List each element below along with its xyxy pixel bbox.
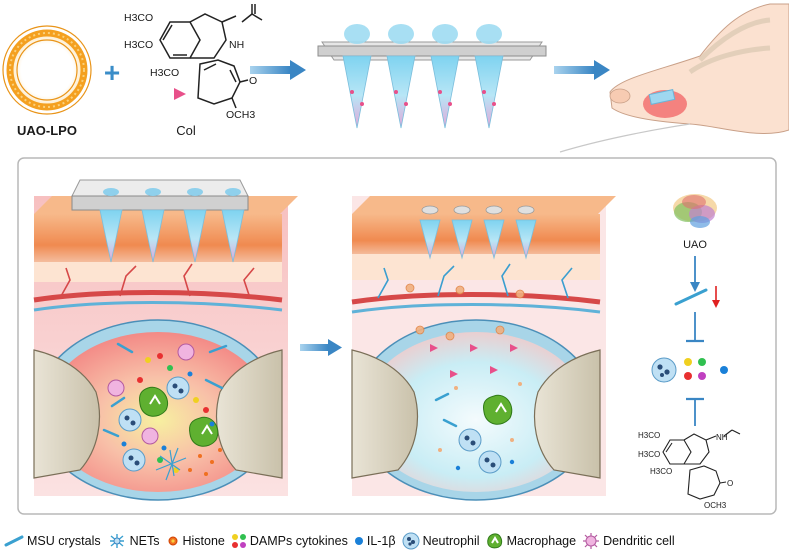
decrease-arrow-icon bbox=[712, 300, 720, 308]
col-amide: NH bbox=[229, 39, 244, 51]
histone-icon bbox=[168, 536, 177, 546]
legend-item-nets: NETs bbox=[107, 533, 160, 549]
col-methoxy-3: H3CO bbox=[150, 67, 179, 79]
macrophage-icon bbox=[486, 533, 502, 549]
col-methoxy-1: H3CO bbox=[124, 12, 153, 24]
needle-row bbox=[342, 55, 504, 129]
col-methoxy-4: OCH3 bbox=[226, 109, 255, 121]
arrow-to-patch bbox=[250, 60, 306, 80]
col-small-methoxy-4: OCH3 bbox=[704, 501, 727, 510]
liposome-icon bbox=[2, 25, 92, 115]
mechanism-column: UAO H3CO H3CO H3CO NH O bbox=[638, 194, 741, 510]
legend-label-dendritic: Dendritic cell bbox=[603, 534, 675, 548]
legend-label-macrophage: Macrophage bbox=[506, 534, 577, 548]
histone-icon bbox=[188, 448, 222, 476]
arrow-to-foot bbox=[554, 60, 610, 80]
colchicine-triangle-icon bbox=[174, 88, 186, 100]
macrophage-icon bbox=[139, 386, 168, 417]
zoom-line bbox=[559, 123, 691, 153]
gout-therapy-diagram: UAO-LPO + H3CO H3CO H3CO NH O OCH3 Col bbox=[2, 3, 789, 515]
msu-crystal-icon bbox=[4, 535, 24, 547]
legend-label-msu: MSU crystals bbox=[27, 534, 101, 548]
treated-joint-panel bbox=[351, 196, 616, 501]
legend-item-damps: DAMPs cytokines bbox=[231, 533, 348, 549]
uao-label: UAO bbox=[683, 239, 707, 251]
dendritic-cell-icon bbox=[107, 343, 195, 445]
dendritic-cell-icon bbox=[583, 533, 600, 549]
legend-label-nets: NETs bbox=[129, 534, 160, 548]
legend-label-il1b: IL-1β bbox=[366, 534, 396, 548]
net-icon bbox=[155, 447, 187, 481]
col-small-methoxy-3: H3CO bbox=[650, 467, 672, 476]
damps-icon bbox=[684, 358, 706, 380]
legend-label-neutrophil: Neutrophil bbox=[422, 534, 480, 548]
col-small-methoxy-2: H3CO bbox=[638, 450, 660, 459]
legend-item-il1b: IL-1β bbox=[354, 534, 396, 548]
microneedle-patch bbox=[317, 24, 547, 129]
foot-illustration bbox=[609, 3, 789, 135]
col-ketone-o: O bbox=[249, 75, 257, 87]
msu-crystal-icon bbox=[674, 288, 708, 306]
legend-label-damps: DAMPs cytokines bbox=[249, 534, 348, 548]
colchicine-structure-small bbox=[662, 429, 741, 500]
plus-sign: + bbox=[104, 57, 120, 88]
il1b-icon bbox=[121, 371, 215, 451]
il1b-icon bbox=[720, 366, 728, 374]
il1b-icon bbox=[354, 537, 363, 545]
col-small-amide: NH bbox=[716, 433, 728, 442]
legend-item-dendritic: Dendritic cell bbox=[582, 532, 675, 550]
legend-item-macrophage: Macrophage bbox=[486, 532, 577, 550]
col-small-methoxy-1: H3CO bbox=[638, 431, 660, 440]
net-icon bbox=[109, 534, 124, 548]
legend-item-neutrophil: Neutrophil bbox=[402, 532, 480, 550]
neutrophil-icon bbox=[118, 376, 190, 472]
legend-item-msu: MSU crystals bbox=[4, 534, 101, 548]
msu-crystal-icon bbox=[102, 342, 228, 438]
inflamed-joint-panel bbox=[33, 179, 298, 501]
legend-label-histone: Histone bbox=[182, 534, 225, 548]
colchicine-structure bbox=[159, 4, 263, 109]
col-methoxy-2: H3CO bbox=[124, 39, 153, 51]
neutrophil-icon bbox=[651, 357, 677, 383]
legend-item-histone: Histone bbox=[166, 534, 225, 548]
arrow-to-healed bbox=[300, 339, 342, 356]
neutrophil-icon bbox=[402, 532, 420, 550]
damps-icon bbox=[231, 534, 246, 548]
col-small-ketone-o: O bbox=[727, 479, 733, 488]
colchicine-label: Col bbox=[176, 123, 196, 138]
uao-protein-icon bbox=[673, 194, 717, 228]
legend: MSU crystals NETs Histone DAMPs cytokine… bbox=[0, 528, 789, 554]
liposome-label: UAO-LPO bbox=[17, 123, 77, 138]
